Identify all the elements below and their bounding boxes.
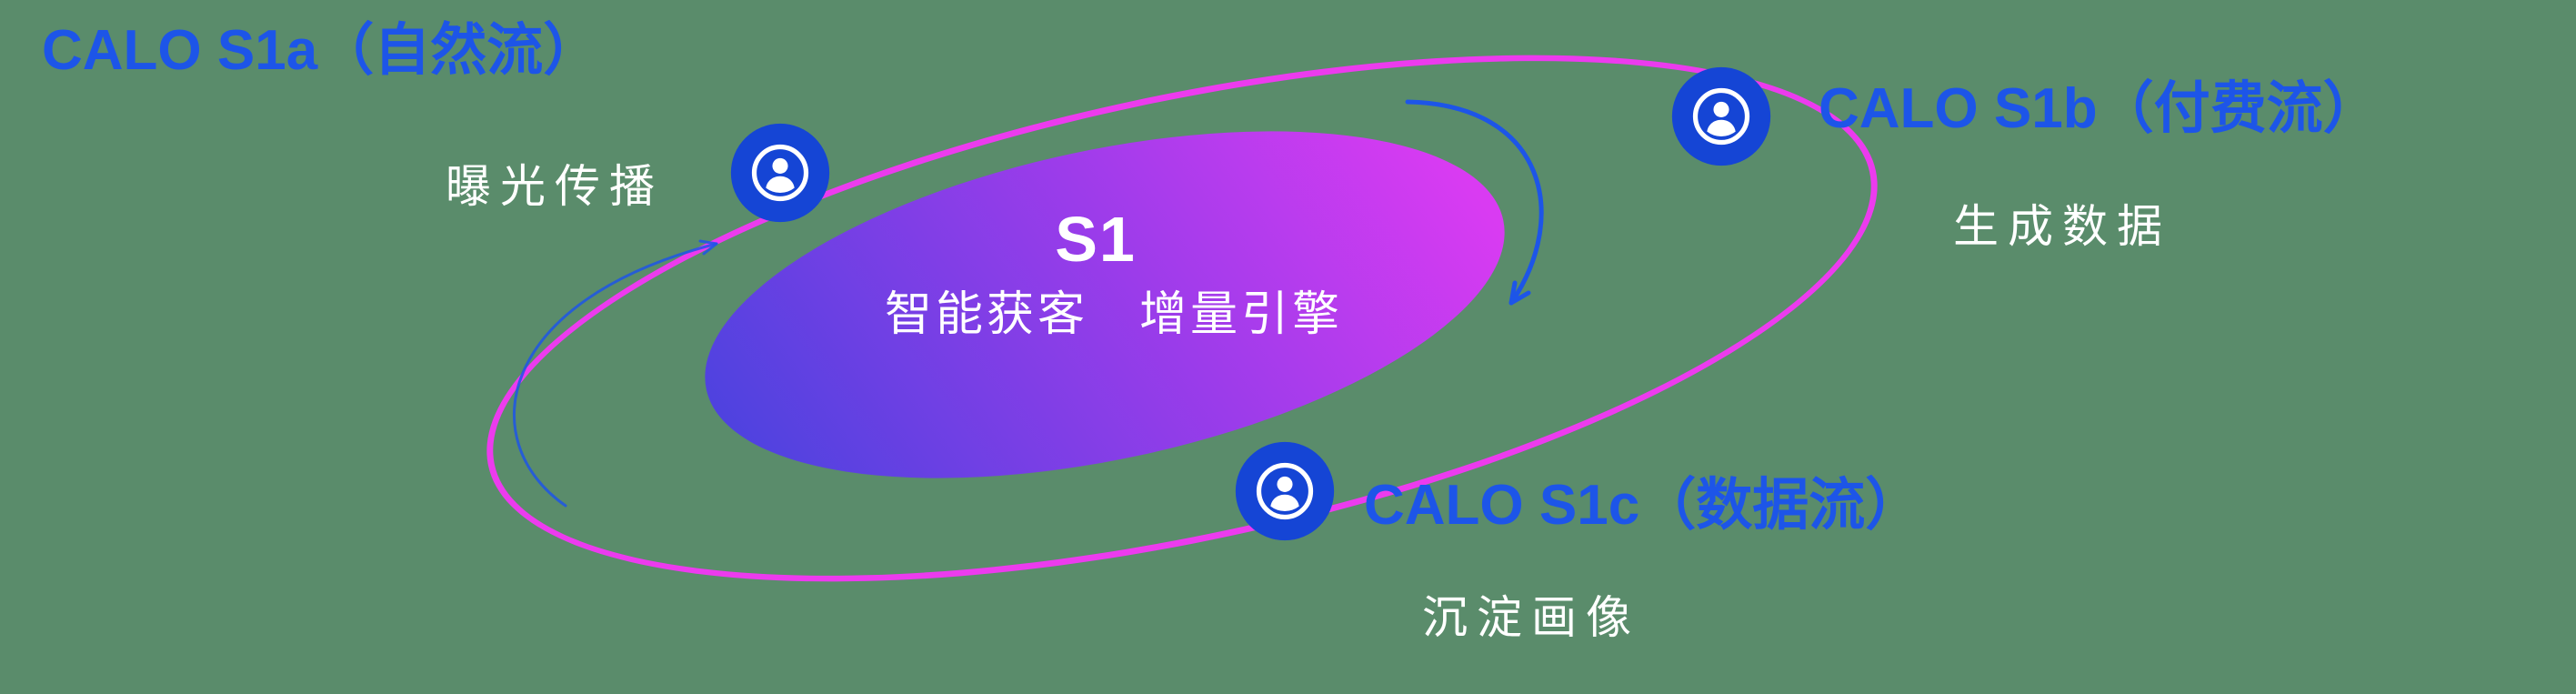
label-s1a-title: CALO S1a（自然流） [42, 19, 600, 82]
arrow-right-down-icon [1405, 99, 1544, 306]
node-s1b [1669, 65, 1773, 168]
label-s1b-subtitle: 生成数据 [1953, 201, 2171, 252]
user-icon [1671, 66, 1771, 166]
core-subtitle: 智能获客 增量引擎 [884, 288, 1344, 341]
label-s1c-title: CALO S1c（数据流） [1364, 474, 1922, 537]
label-s1b-title: CALO S1b（付费流） [1819, 77, 2380, 140]
core-title: S1 [1055, 204, 1137, 275]
node-s1a [728, 121, 832, 225]
user-icon [730, 123, 830, 223]
label-s1a-subtitle: 曝光传播 [446, 161, 664, 212]
label-s1c-subtitle: 沉淀画像 [1422, 592, 1640, 643]
node-s1c [1233, 439, 1337, 543]
user-icon [1235, 441, 1335, 541]
arrow-left-up-icon [513, 239, 718, 508]
